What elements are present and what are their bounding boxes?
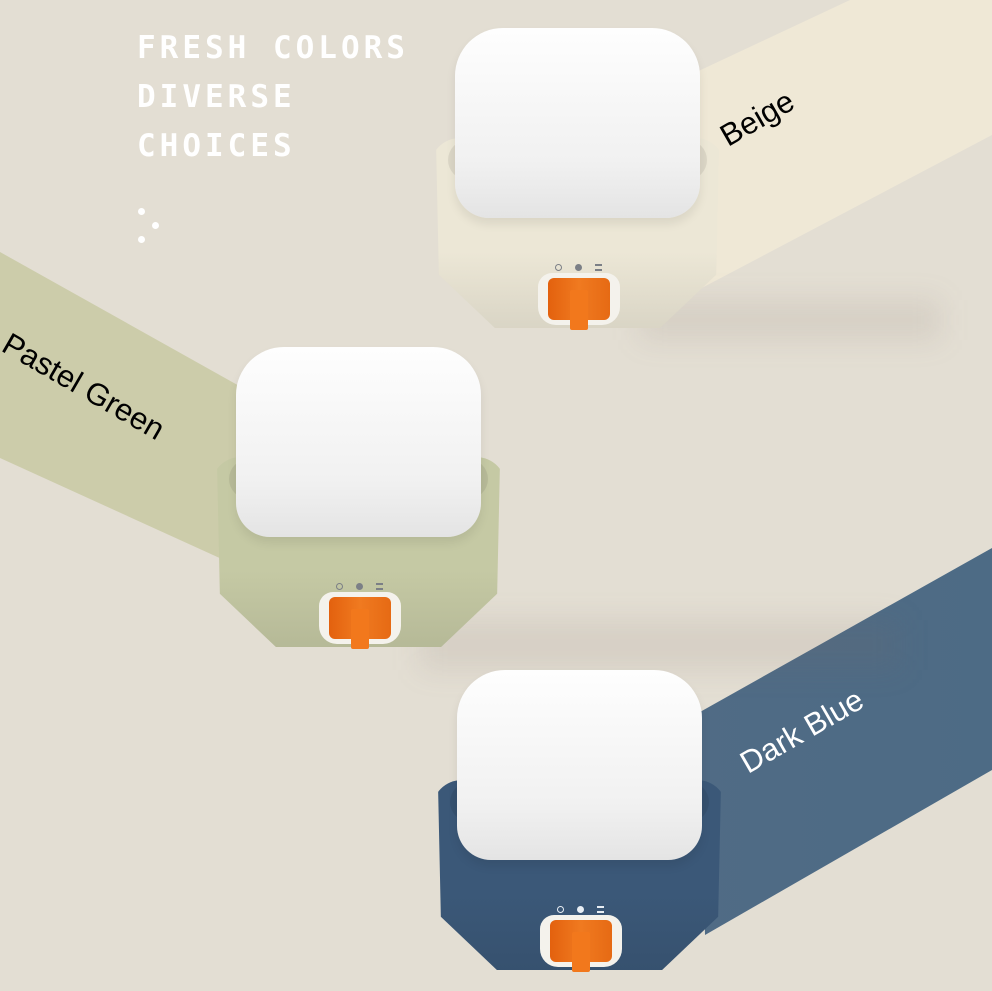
dial-marks	[336, 583, 386, 593]
lamp-diffuser	[457, 670, 702, 860]
dot-icon	[575, 264, 582, 271]
off-circle-icon	[557, 906, 564, 913]
timer-icon	[376, 583, 383, 590]
dial-marks	[557, 906, 607, 916]
dot-icon	[577, 906, 584, 913]
lamp-diffuser	[236, 347, 481, 537]
off-circle-icon	[555, 264, 562, 271]
dial-knob-pointer	[351, 609, 369, 649]
dot-icon	[356, 583, 363, 590]
headline-line-1: FRESH COLORS	[137, 30, 409, 66]
headline-line-2: DIVERSE	[137, 79, 296, 115]
dial-knob-pointer	[570, 290, 588, 330]
timer-icon	[597, 906, 604, 913]
dial-knob-pointer	[572, 932, 590, 972]
dial-marks	[555, 264, 605, 274]
off-circle-icon	[336, 583, 343, 590]
lamp-diffuser	[455, 28, 700, 218]
headline-line-3: CHOICES	[137, 128, 296, 164]
product-pastel-green-lamp	[211, 347, 506, 652]
decorative-dots-icon	[138, 208, 164, 248]
headline: FRESH COLORS DIVERSE CHOICES	[137, 24, 409, 171]
product-beige-lamp	[430, 28, 725, 333]
product-dark-blue-lamp	[432, 670, 727, 975]
timer-icon	[595, 264, 602, 271]
